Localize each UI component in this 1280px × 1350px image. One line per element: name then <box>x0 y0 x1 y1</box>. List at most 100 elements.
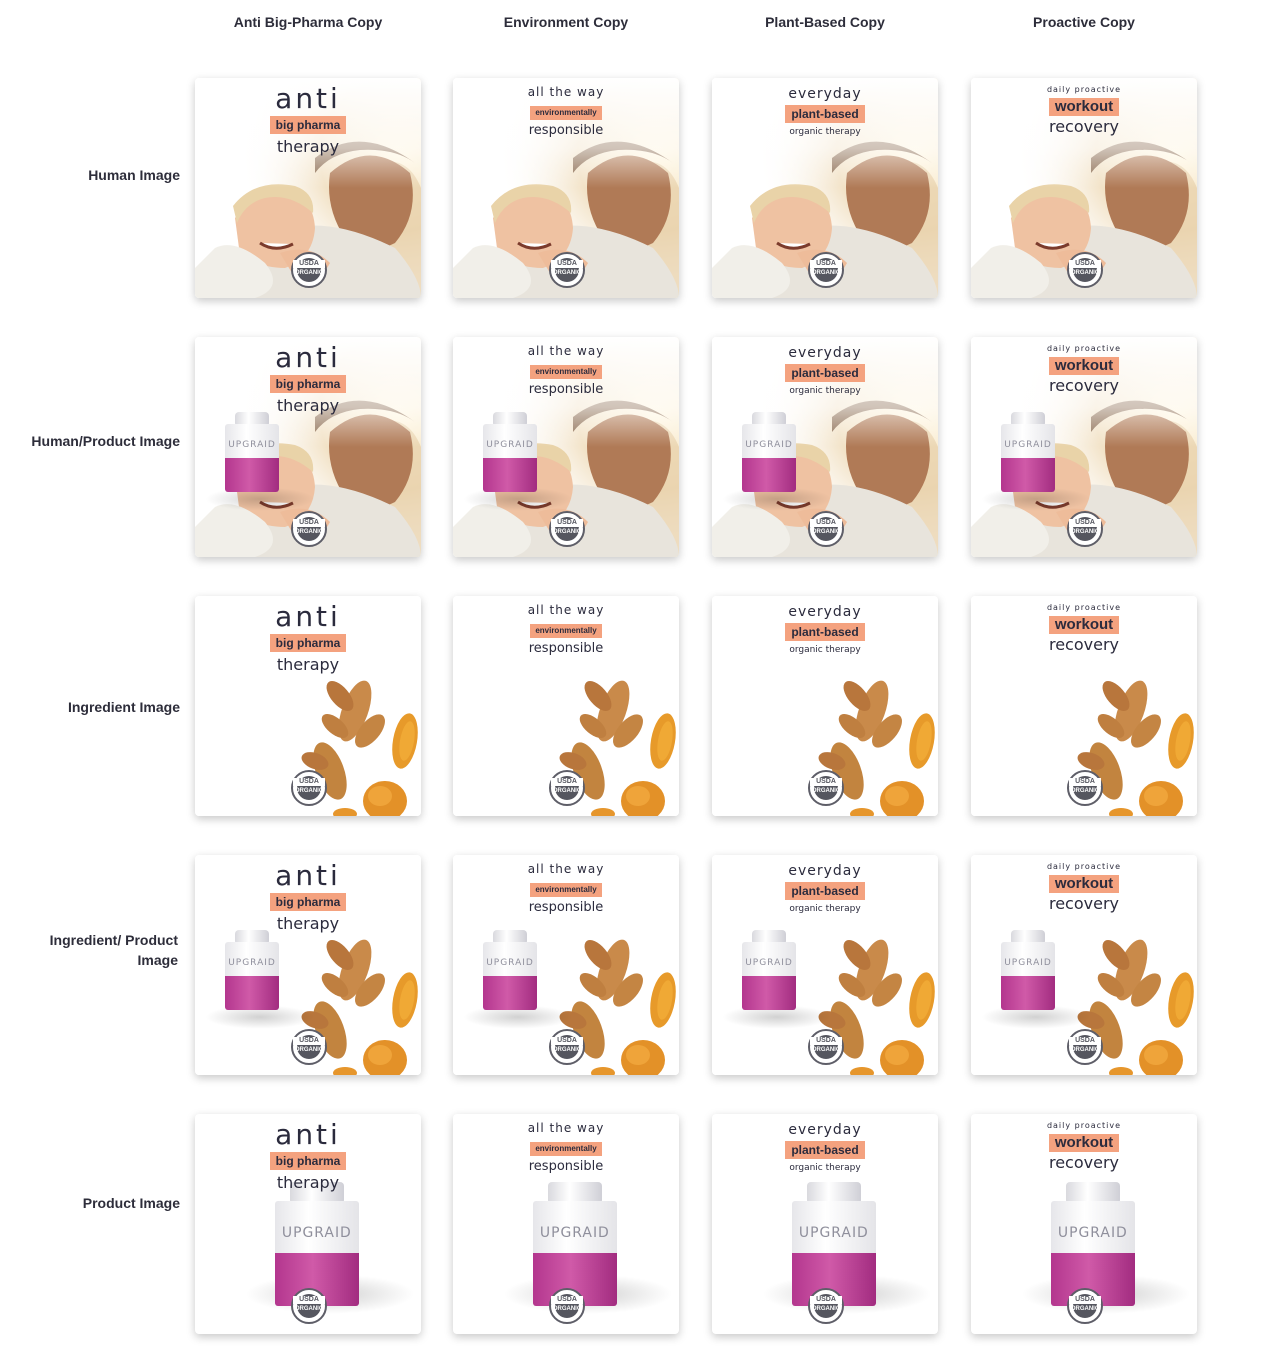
badge-text-usda: USDA <box>293 260 325 268</box>
bottle-label-band <box>225 975 279 1010</box>
copy-line-3: organic therapy <box>789 386 861 396</box>
badge-text-organic: ORGANIC <box>552 1047 582 1053</box>
badge-text-usda: USDA <box>293 1037 325 1045</box>
copy-line-1: anti <box>275 1118 341 1151</box>
copy-line-3: recovery <box>1048 117 1119 136</box>
copy-highlight-wrap: environmentally <box>453 102 679 120</box>
copy-highlight-wrap: workout <box>971 875 1197 893</box>
copy-highlight-wrap: environmentally <box>453 879 679 897</box>
supplement-bottle: UPGRAID <box>225 930 279 1010</box>
copy-line-1: everyday <box>788 863 862 879</box>
copy-line-1: all the way <box>527 1121 605 1135</box>
row-header: Ingredient Image <box>67 699 180 715</box>
copy-line-1: everyday <box>788 86 862 102</box>
copy-highlight: big pharma <box>269 116 347 134</box>
bottle-brand-logo: UPGRAID <box>228 440 276 450</box>
badge-text-organic: ORGANIC <box>294 788 324 794</box>
bottle-brand-logo: UPGRAID <box>1004 440 1052 450</box>
copy-highlight: environmentally <box>530 1142 602 1156</box>
bottle-cap <box>234 412 270 425</box>
copy-highlight: workout <box>1048 357 1120 375</box>
badge-text-usda: USDA <box>293 519 325 527</box>
ad-card-ingredient-product-plant[interactable]: UPGRAID everyday plant-based organic therap… <box>712 855 938 1075</box>
badge-text-usda: USDA <box>810 1037 842 1045</box>
copy-line-1: daily proactive <box>1046 1121 1122 1130</box>
badge-text-usda: USDA <box>293 778 325 786</box>
bottle-label-band <box>742 457 796 492</box>
copy-line-3: recovery <box>1048 1153 1119 1172</box>
column-header: Anti Big-Pharma Copy <box>233 14 383 30</box>
badge-text-organic: ORGANIC <box>811 1306 841 1312</box>
copy-highlight-wrap: environmentally <box>453 361 679 379</box>
copy-highlight-wrap: plant-based <box>712 105 938 123</box>
bottle-label-band <box>225 457 279 492</box>
bottle-cap <box>751 412 787 425</box>
copy-line-1: anti <box>275 82 341 115</box>
badge-text-organic: ORGANIC <box>1070 788 1100 794</box>
copy-highlight-wrap: workout <box>971 616 1197 634</box>
copy-line-3: responsible <box>528 382 604 397</box>
copy-line-1: everyday <box>788 604 862 620</box>
row-header: Human Image <box>88 167 180 183</box>
copy-highlight: plant-based <box>785 1141 865 1159</box>
bottle-cap <box>492 412 528 425</box>
column-header: Proactive Copy <box>1033 14 1135 30</box>
ad-copy: all the way environmentally responsible <box>453 337 679 398</box>
bottle-body: UPGRAID <box>742 942 796 1010</box>
badge-text-organic: ORGANIC <box>552 270 582 276</box>
bottle-body: UPGRAID <box>483 942 537 1010</box>
bottle-label-band <box>483 457 537 492</box>
copy-highlight: workout <box>1048 1134 1120 1152</box>
copy-highlight: plant-based <box>785 882 865 900</box>
bottle-cap <box>1010 412 1046 425</box>
copy-highlight-wrap: big pharma <box>195 893 421 911</box>
badge-text-usda: USDA <box>551 778 583 786</box>
copy-line-1: all the way <box>527 344 605 358</box>
bottle-body: UPGRAID <box>225 942 279 1010</box>
badge-text-organic: ORGANIC <box>811 1047 841 1053</box>
copy-line-3: organic therapy <box>789 645 861 655</box>
copy-line-3: recovery <box>1048 376 1119 395</box>
copy-line-3: organic therapy <box>789 904 861 914</box>
copy-line-1: daily proactive <box>1046 344 1122 353</box>
copy-line-3: organic therapy <box>789 1163 861 1173</box>
row-header: Ingredient/ Product Image <box>49 932 178 968</box>
badge-text-usda: USDA <box>293 1296 325 1304</box>
supplement-bottle: UPGRAID <box>483 930 537 1010</box>
bottle-label-band <box>1001 457 1055 492</box>
bottle-brand-logo: UPGRAID <box>1057 1225 1128 1242</box>
copy-line-3: responsible <box>528 641 604 656</box>
bottle-body: UPGRAID <box>1001 424 1055 492</box>
